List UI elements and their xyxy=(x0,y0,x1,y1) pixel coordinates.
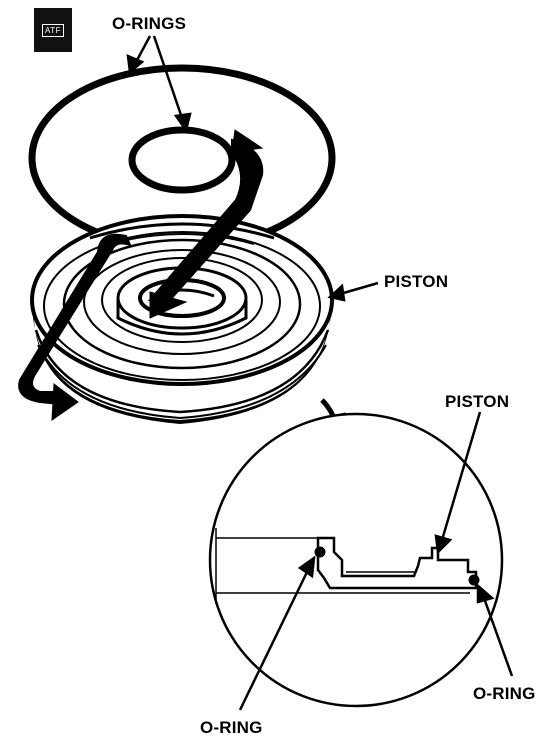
label-piston-top: PISTON xyxy=(384,272,449,291)
detail-circle xyxy=(208,412,504,708)
label-o-ring-right: O-RING xyxy=(473,684,536,703)
atf-badge: ATF xyxy=(34,8,72,52)
inner-o-ring xyxy=(128,126,236,194)
installation-arrow xyxy=(18,129,264,421)
o-ring-left-dot xyxy=(314,546,326,558)
detail-leaders xyxy=(238,411,514,711)
atf-badge-text: ATF xyxy=(41,23,64,37)
piston-cross-section xyxy=(316,536,478,590)
detail-view xyxy=(208,412,504,708)
label-piston-detail: PISTON xyxy=(445,392,510,411)
o-ring-right-dot xyxy=(468,574,480,586)
label-o-rings: O-RINGS xyxy=(112,14,187,33)
piston-body xyxy=(30,214,334,424)
label-o-ring-left: O-RING xyxy=(200,718,263,737)
upper-o-ring-set xyxy=(28,64,336,252)
